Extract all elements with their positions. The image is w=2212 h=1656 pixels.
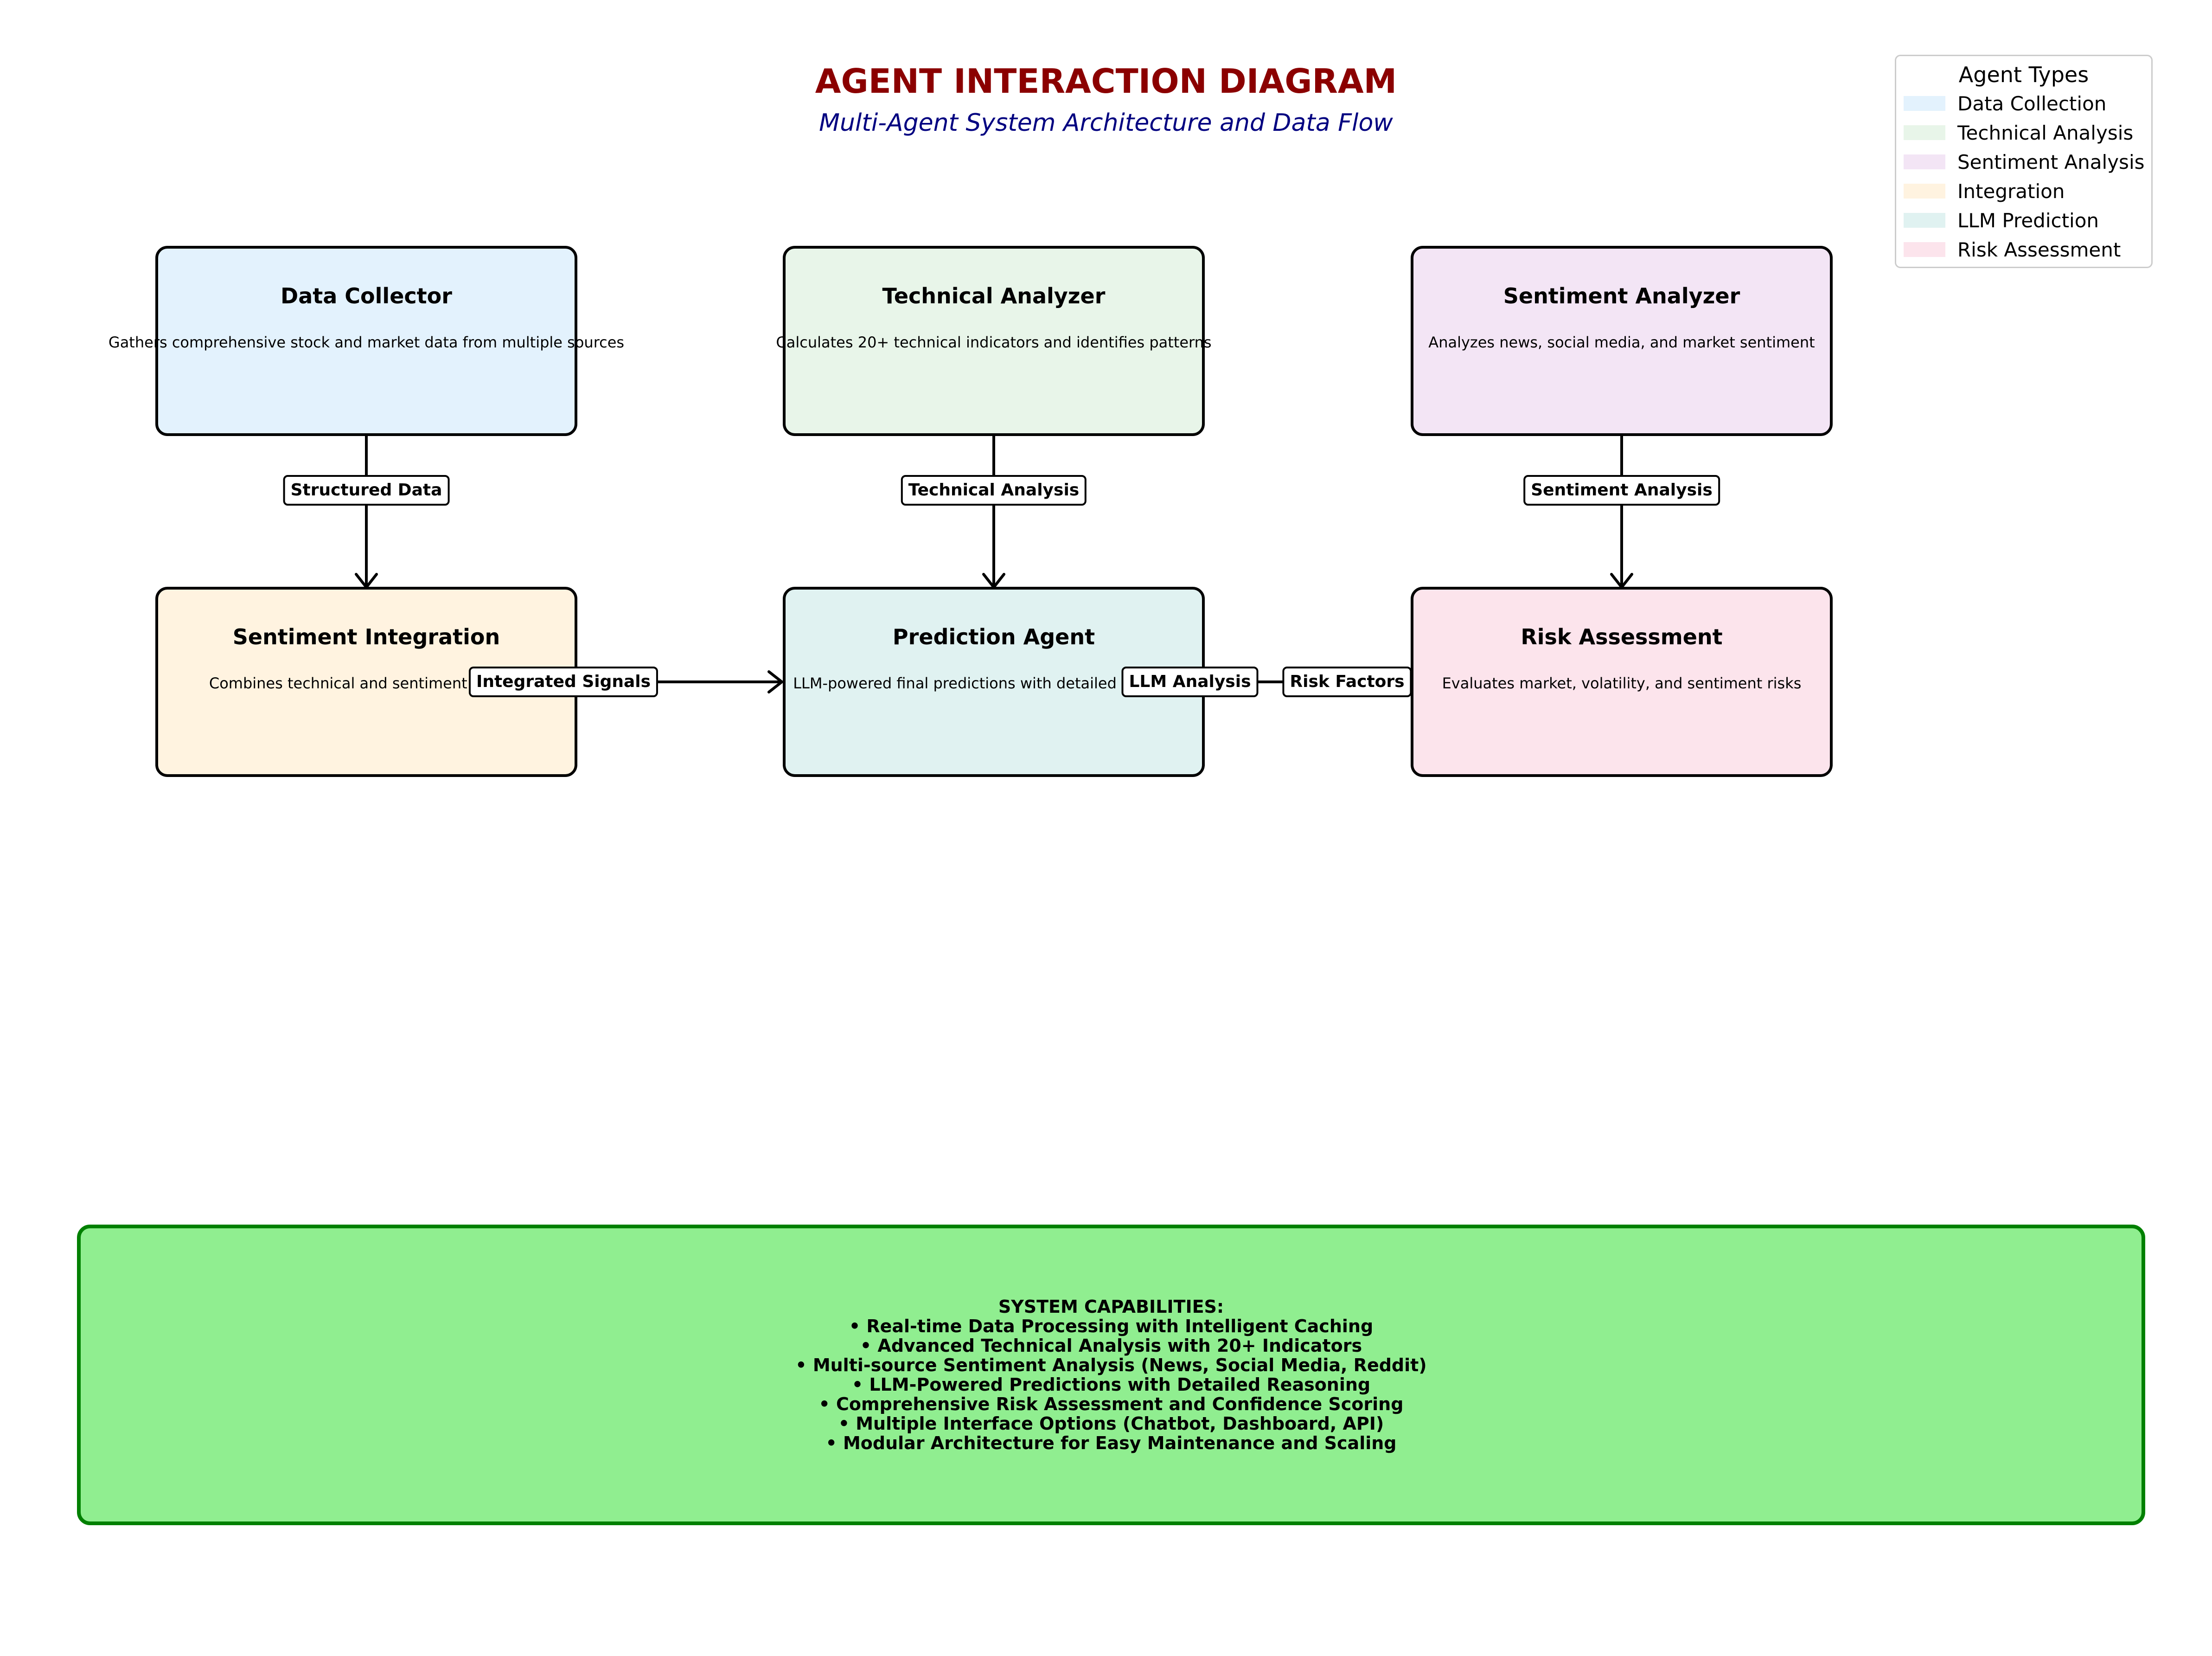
legend-label: Sentiment Analysis: [1957, 150, 2145, 173]
legend-title: Agent Types: [1958, 62, 2089, 87]
capability-item: • Multiple Interface Options (Chatbot, D…: [838, 1413, 1384, 1434]
node-description: Gathers comprehensive stock and market d…: [108, 334, 625, 351]
capabilities-heading: SYSTEM CAPABILITIES:: [998, 1297, 1224, 1317]
node-description: Analyzes news, social media, and market …: [1428, 334, 1815, 351]
legend-item-integration: Integration: [1904, 177, 2065, 205]
legend: Agent Types Data Collection Technical An…: [1895, 55, 2153, 268]
capability-item: • Multi-source Sentiment Analysis (News,…: [795, 1355, 1427, 1375]
legend-swatch: [1904, 125, 1945, 140]
capability-item: • Real-time Data Processing with Intelli…: [849, 1316, 1374, 1336]
legend-item-technical-analysis: Technical Analysis: [1904, 119, 2133, 147]
legend-swatch: [1904, 242, 1945, 257]
legend-item-risk-assessment: Risk Assessment: [1904, 236, 2121, 263]
legend-swatch: [1904, 213, 1945, 228]
node-risk-assessment: Risk Assessment Evaluates market, volati…: [1411, 587, 1833, 777]
legend-label: LLM Prediction: [1957, 209, 2099, 232]
edge-label-structured-data: Structured Data: [283, 475, 450, 506]
node-title: Risk Assessment: [1521, 624, 1723, 649]
edge-label-sentiment-analysis: Sentiment Analysis: [1523, 475, 1720, 506]
legend-swatch: [1904, 96, 1945, 111]
diagram-title: AGENT INTERACTION DIAGRAM: [815, 62, 1397, 101]
arrowhead-integrated-signals: [767, 670, 783, 693]
capability-item: • Comprehensive Risk Assessment and Conf…: [818, 1394, 1404, 1414]
node-technical-analyzer: Technical Analyzer Calculates 20+ techni…: [776, 246, 1212, 436]
capabilities-text: SYSTEM CAPABILITIES: • Real-time Data Pr…: [795, 1297, 1426, 1453]
capability-item: • LLM-Powered Predictions with Detailed …: [851, 1374, 1371, 1395]
node-title: Data Collector: [281, 283, 452, 308]
node-description: Calculates 20+ technical indicators and …: [776, 334, 1212, 351]
legend-label: Risk Assessment: [1957, 238, 2121, 261]
node-sentiment-analyzer: Sentiment Analyzer Analyzes news, social…: [1411, 246, 1833, 436]
edge-label-llm-analysis: LLM Analysis: [1121, 667, 1259, 697]
node-title: Sentiment Integration: [232, 624, 500, 649]
system-capabilities-box: SYSTEM CAPABILITIES: • Real-time Data Pr…: [77, 1225, 2145, 1525]
legend-item-data-collection: Data Collection: [1904, 90, 2106, 117]
capability-item: • Advanced Technical Analysis with 20+ I…: [860, 1335, 1362, 1356]
edge-label-risk-factors: Risk Factors: [1282, 667, 1412, 697]
edge-label-integrated-signals: Integrated Signals: [468, 667, 658, 697]
diagram-subtitle: Multi-Agent System Architecture and Data…: [819, 109, 1393, 137]
legend-item-llm-prediction: LLM Prediction: [1904, 206, 2099, 234]
node-description: Evaluates market, volatility, and sentim…: [1442, 674, 1802, 692]
legend-label: Data Collection: [1957, 92, 2107, 115]
node-title: Technical Analyzer: [882, 283, 1106, 308]
capability-item: • Modular Architecture for Easy Maintena…: [825, 1433, 1397, 1453]
node-title: Sentiment Analyzer: [1503, 283, 1740, 308]
legend-label: Technical Analysis: [1957, 121, 2134, 144]
node-title: Prediction Agent: [892, 624, 1095, 649]
legend-label: Integration: [1957, 180, 2065, 203]
edge-label-technical-analysis: Technical Analysis: [901, 475, 1087, 506]
node-data-collector: Data Collector Gathers comprehensive sto…: [109, 246, 624, 436]
legend-swatch: [1904, 184, 1945, 199]
legend-swatch: [1904, 154, 1945, 169]
legend-item-sentiment-analysis: Sentiment Analysis: [1904, 148, 2145, 176]
